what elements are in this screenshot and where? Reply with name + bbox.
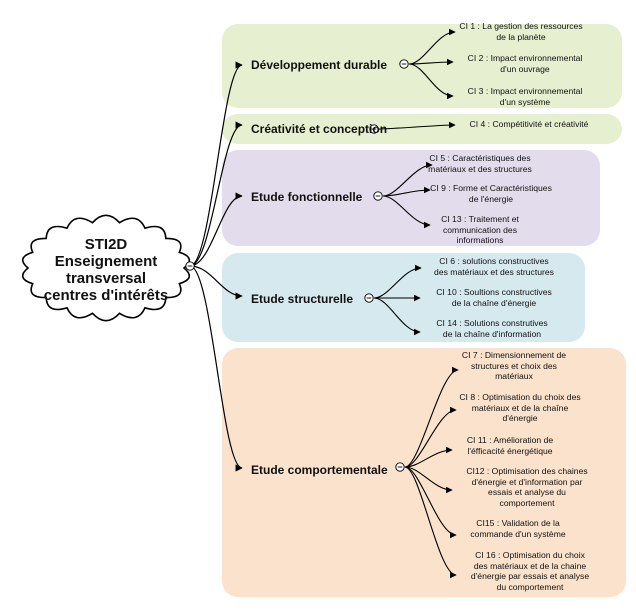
connector-comp-2 [404,446,453,468]
connector-struct-0 [373,264,422,299]
connector-root-crea [189,121,243,267]
connector-fonc-1 [382,186,431,197]
leaf-topic-line: d'énergie et d'information par [471,476,583,487]
branch-label-fonc: Etude fonctionnelle [251,190,363,204]
connector-fonc-0 [382,161,433,197]
central-topic-line: STI2D [84,236,128,253]
leaf-topic-line: CI 7 : Dimensionnement de [461,350,567,360]
leaf-topic-line: CI 3 : Impact environnemental [467,86,583,96]
leaf-topic-line: de la chaîne d'énergie [451,297,537,308]
connector-root-struct [189,265,243,300]
leaf-topic-line: CI 4 : Compétitivité et créativité [469,119,589,129]
connector-comp-4 [404,466,457,539]
leaf-topic: CI 4 : Compétitivité et créativité [470,119,589,130]
branch-box-fonc [222,150,600,246]
leaf-topic-line: de l'énergie [468,193,514,204]
branch-label-crea: Créativité et conception [251,122,388,136]
leaf-topic-line: CI15 : Validation de la [476,518,560,528]
connector-root-comp [189,265,243,472]
central-topic-line: Enseignement [54,253,158,270]
leaf-topic-line: communication des [442,224,518,235]
branch-label-struct: Etude structurelle [251,292,354,306]
leaf-topic-line: informations [456,235,504,245]
leaf-topic-line: l'éfficacité énergétique [467,445,553,456]
connector-dev-2 [408,63,454,100]
leaf-topic-line: d'un système [499,96,551,107]
leaf-topic-line: du comportement [496,581,564,592]
leaf-topic-line: des matériaux et des structures [434,266,554,277]
central-topic: STI2D Enseignement transversal centres d… [22,226,190,314]
connector-comp-5 [404,466,457,579]
central-topic-line: transversal [65,270,147,287]
connector-crea-0 [378,121,456,130]
branch-box-crea [222,114,622,144]
leaf-topic-line: CI 13 : Traitement et [441,214,519,224]
leaf-topic-line: CI 2 : Impact environnemental [467,53,583,63]
leaf-topic-line: d'un ouvrage [500,63,550,74]
leaf-topic-line: d'énergie par essais et analyse [470,571,590,581]
central-topic-line: centres d'intérêts [43,287,169,304]
connector-dev-0 [408,28,456,65]
branch-label-comp: Etude comportementale [251,463,388,477]
leaf-topic-line: des matériaux et de la chaine [473,560,587,571]
leaf-topic-line: CI 11 : Amélioration de [466,435,554,445]
leaf-topic-line: CI 10 : Soultions constructives [436,287,552,297]
leaf-topic-line: de la chaîne d'information [442,328,542,339]
central-cloud-shape [21,214,191,322]
leaf-topic-line: CI 14 : Solutions construtives [436,318,548,328]
leaf-topic-line: CI 5 : Caractéristiques des [429,153,531,163]
leaf-topic-line: CI 1 : La gestion des ressources [459,21,583,31]
leaf-topic-line: d'énergie [502,413,538,423]
leaf-topic-line: CI 6 : solutions constructives [439,256,549,266]
connector-comp-3 [404,466,453,494]
leaf-topic-line: matériaux et de la chaîne [471,402,569,413]
connector-fonc-2 [382,195,431,229]
leaf-topic-line: structures et choix des [471,360,557,371]
connector-comp-1 [404,406,457,468]
leaf-topic-line: matériaux et des structures [428,163,532,174]
leaf-topic-line: CI 16 : Optimisation du choix [475,550,585,560]
leaf-topic-line: matériaux [495,371,533,381]
leaf-topic-line: de la planète [496,31,546,42]
connector-comp-0 [404,366,459,468]
leaf-topic-line: CI 8 : Optimisation du choix des [459,392,581,402]
branch-box-dev [222,24,622,108]
connector-root-fonc [189,192,243,267]
leaf-topic-line: commande d'un système [470,528,566,539]
leaf-topic-line: comportement [499,497,555,508]
branch-label-dev: Développement durable [251,58,388,72]
leaf-topic-line: essais et analyse du [488,487,566,497]
connector-root-dev [189,61,243,267]
branch-box-comp [222,348,626,597]
leaf-topic-line: CI 9 : Forme et Caractéristiques [430,183,552,193]
leaf-topic-line: CI12 : Optimisation des chaines [466,466,588,476]
connector-dev-1 [408,58,454,66]
connector-struct-2 [373,297,421,336]
